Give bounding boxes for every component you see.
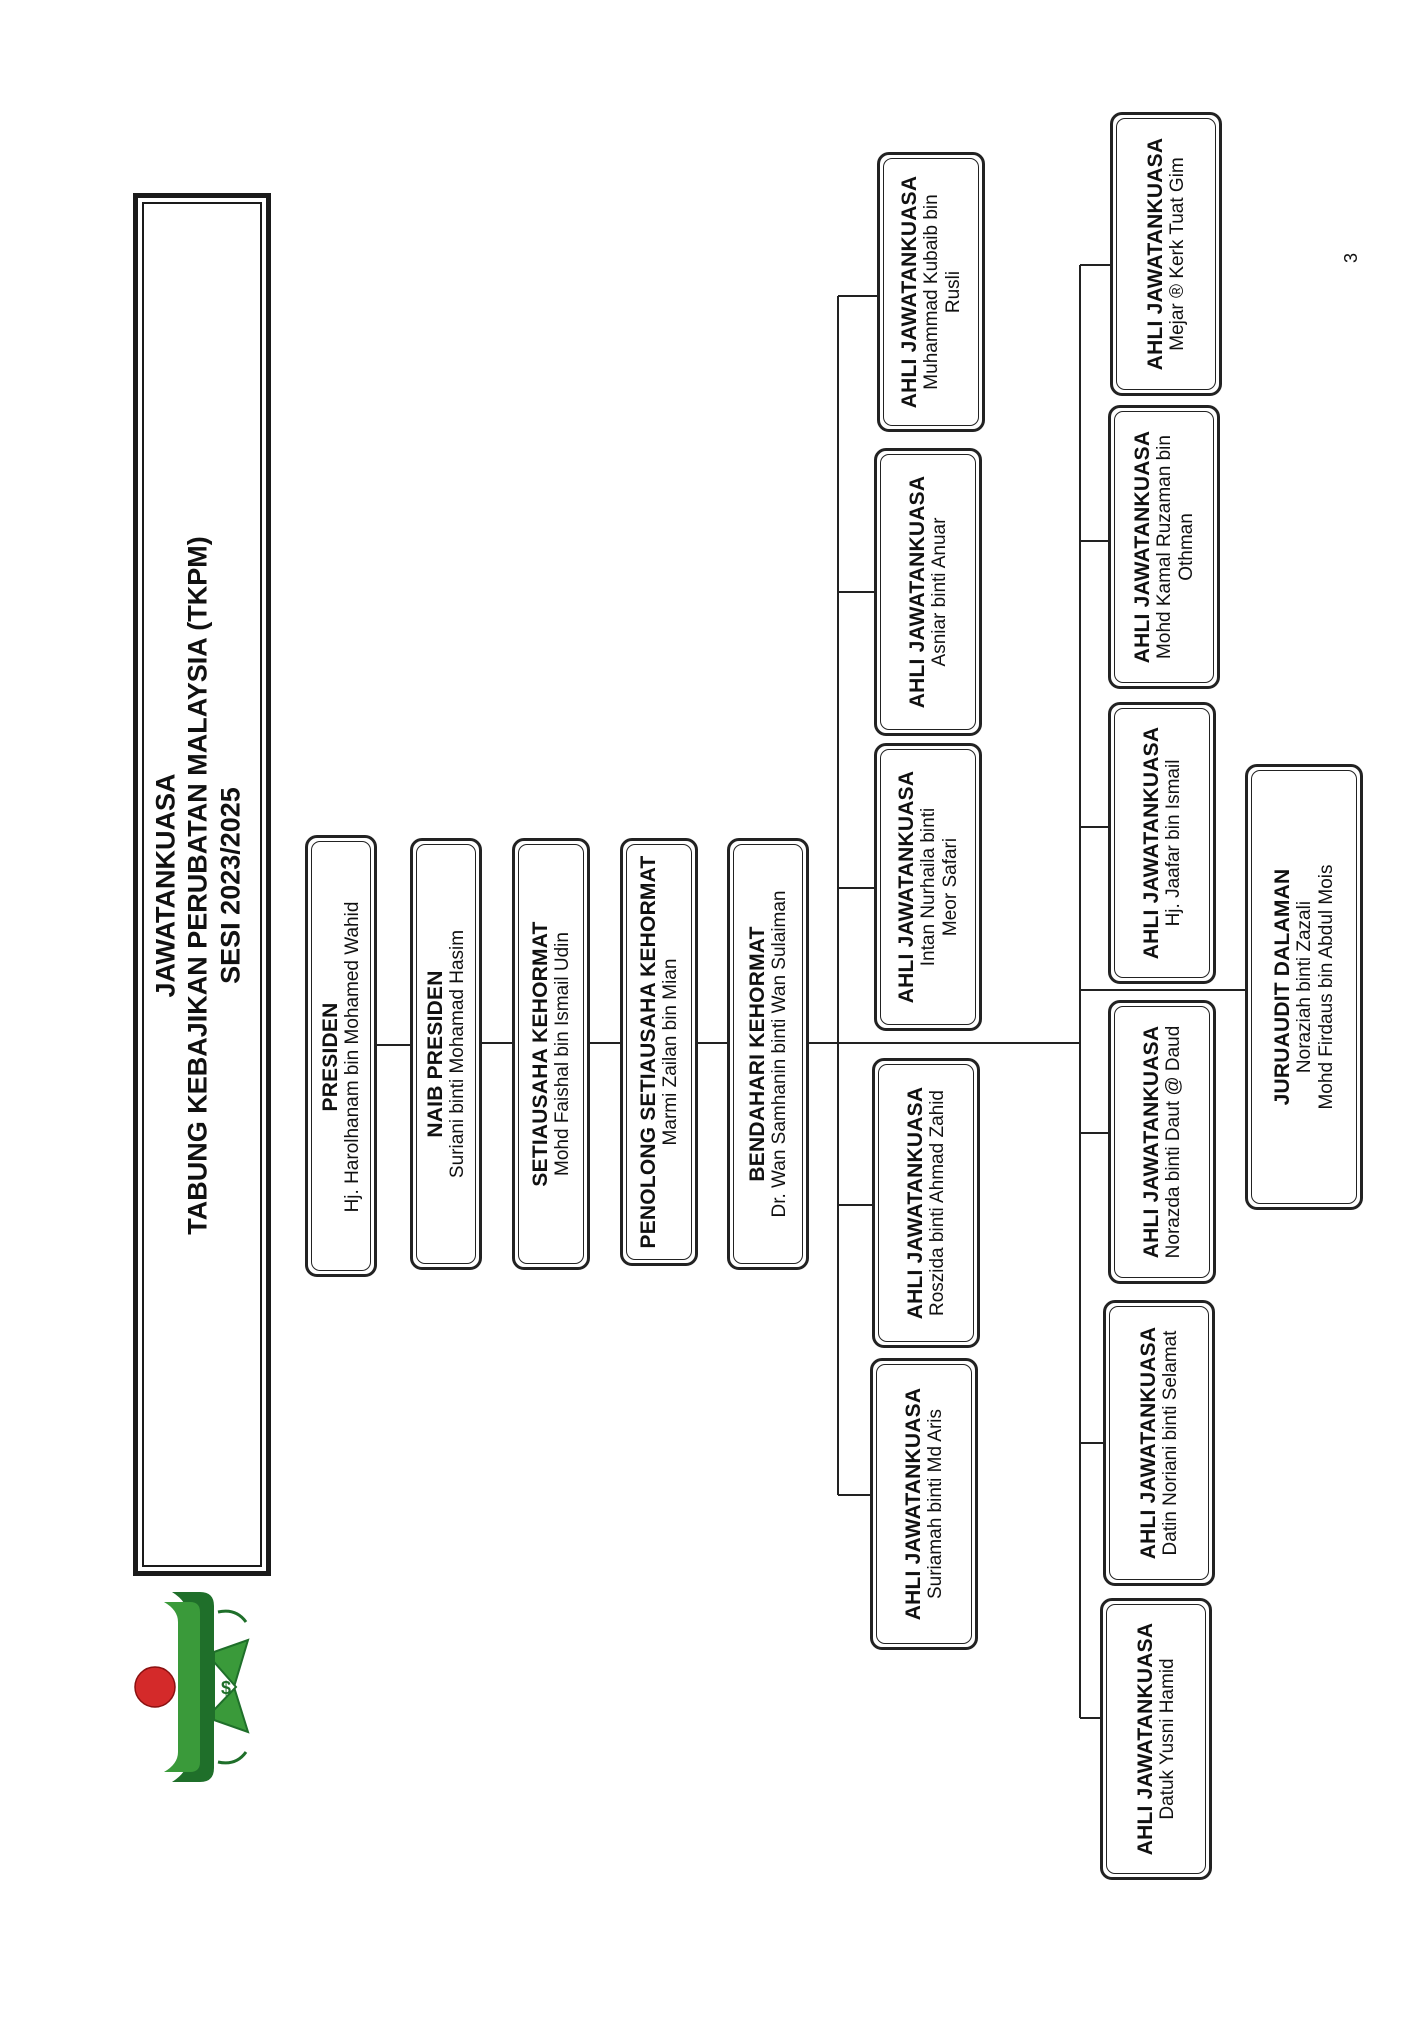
committee-upper-1-box: [870, 1358, 978, 1650]
vice-president-box: [410, 838, 482, 1270]
committee-lower-2-name: Datin Noriani binti Selamat: [1160, 1330, 1182, 1556]
president-name: Hj. Harolhanam bin Mohamed Wahid: [342, 901, 364, 1213]
title-box: [133, 193, 271, 1576]
treasurer-box: [727, 838, 809, 1270]
committee-upper-4-name: Asniar binti Anuar: [929, 517, 951, 667]
committee-lower-5-role: AHLI JAWATANKUASA: [1130, 430, 1154, 664]
title-text: JAWATANKUASA TABUNG KEBAJIKAN PERUBATAN …: [131, 306, 266, 1466]
svg-text:$: $: [221, 1678, 231, 1698]
committee-upper-5-name-line-2: Rusli: [942, 270, 964, 314]
vice-president-text: NAIB PRESIDEN Suriani binti Mohamad Hasi…: [410, 838, 482, 1270]
committee-upper-1-text: AHLI JAWATANKUASA Suriamah binti Md Aris: [870, 1358, 978, 1650]
vice-president-role: NAIB PRESIDEN: [423, 970, 447, 1138]
committee-upper-4-box: [874, 448, 982, 736]
title-line-3: SESI 2023/2025: [215, 787, 246, 984]
president-role: PRESIDEN: [318, 1002, 342, 1112]
committee-lower-1-box: [1100, 1598, 1212, 1880]
committee-upper-2-role: AHLI JAWATANKUASA: [903, 1086, 927, 1320]
president-text: PRESIDEN Hj. Harolhanam bin Mohamed Wahi…: [305, 836, 377, 1278]
committee-upper-2-box: [872, 1058, 980, 1348]
auditor-name-line-2: Mohd Firdaus bin Abdul Mois: [1315, 864, 1337, 1110]
committee-lower-3-box: [1108, 1000, 1216, 1284]
assistant-secretary-name: Marmi Zailan bin Mian: [660, 958, 682, 1146]
committee-upper-5-text: AHLI JAWATANKUASA Muhammad Kubaib bin Ru…: [877, 152, 985, 432]
committee-lower-3-text: AHLI JAWATANKUASA Norazda binti Daut @ D…: [1108, 1000, 1216, 1284]
title-line-2: TABUNG KEBAJIKAN PERUBATAN MALAYSIA (TKP…: [182, 536, 213, 1235]
committee-lower-6-role: AHLI JAWATANKUASA: [1143, 137, 1167, 371]
committee-lower-5-box: [1108, 405, 1220, 689]
committee-lower-2-role: AHLI JAWATANKUASA: [1136, 1326, 1160, 1560]
treasurer-name: Dr. Wan Samhanin binti Wan Sulaiman: [769, 890, 791, 1218]
committee-lower-1-role: AHLI JAWATANKUASA: [1133, 1622, 1157, 1856]
committee-upper-3-box: [874, 743, 982, 1031]
committee-lower-2-text: AHLI JAWATANKUASA Datin Noriani binti Se…: [1103, 1300, 1215, 1586]
committee-lower-4-role: AHLI JAWATANKUASA: [1139, 726, 1163, 960]
secretary-name: Mohd Faishal bin Ismail Udin: [552, 932, 574, 1176]
committee-upper-3-text: AHLI JAWATANKUASA Intan Nurhaila binti M…: [874, 743, 982, 1031]
committee-upper-4-role: AHLI JAWATANKUASA: [905, 475, 929, 709]
tkpm-logo-icon: $: [134, 1592, 250, 1782]
committee-upper-5-box: [877, 152, 985, 432]
committee-lower-4-box: [1108, 702, 1216, 984]
committee-lower-5-name-line-2: Othman: [1175, 513, 1197, 581]
auditor-role: JURUAUDIT DALAMAN: [1270, 868, 1294, 1106]
committee-lower-4-text: AHLI JAWATANKUASA Hj. Jaafar bin Ismail: [1108, 702, 1216, 984]
page-number: 3: [1341, 253, 1361, 264]
committee-lower-2-box: [1103, 1300, 1215, 1586]
committee-lower-6-box: [1110, 112, 1222, 396]
secretary-box: [512, 838, 590, 1270]
committee-upper-3-name-line-1: Intan Nurhaila binti: [918, 807, 940, 967]
committee-lower-5-name-line-1: Mohd Kamal Ruzaman bin: [1154, 435, 1176, 659]
committee-upper-3-role: AHLI JAWATANKUASA: [894, 770, 918, 1004]
committee-lower-6-text: AHLI JAWATANKUASA Mejar ® Kerk Tuat Gim: [1110, 112, 1222, 396]
committee-lower-6-name: Mejar ® Kerk Tuat Gim: [1167, 157, 1189, 351]
president-box: [305, 835, 377, 1277]
committee-upper-5-role: AHLI JAWATANKUASA: [897, 175, 921, 409]
committee-lower-1-text: AHLI JAWATANKUASA Datuk Yusni Hamid: [1100, 1598, 1212, 1880]
assistant-secretary-role: PENOLONG SETIAUSAHA KEHORMAT: [636, 855, 660, 1249]
committee-upper-5-name-line-1: Muhammad Kubaib bin: [921, 194, 943, 390]
committee-upper-2-name: Roszida binti Ahmad Zahid: [927, 1090, 949, 1317]
committee-lower-5-text: AHLI JAWATANKUASA Mohd Kamal Ruzaman bin…: [1108, 405, 1220, 689]
title-line-1: JAWATANKUASA: [150, 773, 181, 998]
auditor-name-line-1: Noraziah binti Zazali: [1294, 900, 1316, 1074]
committee-upper-4-text: AHLI JAWATANKUASA Asniar binti Anuar: [874, 448, 982, 736]
treasurer-role: BENDAHARI KEHORMAT: [745, 926, 769, 1182]
vice-president-name: Suriani binti Mohamad Hasim: [447, 929, 469, 1179]
committee-upper-1-name: Suriamah binti Md Aris: [925, 1408, 947, 1600]
assistant-secretary-text: PENOLONG SETIAUSAHA KEHORMAT Marmi Zaila…: [620, 838, 698, 1266]
assistant-secretary-box: [620, 838, 698, 1266]
committee-upper-3-name-line-2: Meor Safari: [939, 837, 961, 937]
auditor-box: [1245, 764, 1363, 1210]
committee-lower-3-name: Norazda binti Daut @ Daud: [1163, 1025, 1185, 1259]
committee-lower-1-name: Datuk Yusni Hamid: [1157, 1658, 1179, 1820]
treasurer-text: BENDAHARI KEHORMAT Dr. Wan Samhanin bint…: [727, 838, 809, 1270]
secretary-role: SETIAUSAHA KEHORMAT: [528, 921, 552, 1187]
committee-lower-3-role: AHLI JAWATANKUASA: [1139, 1025, 1163, 1259]
committee-lower-4-name: Hj. Jaafar bin Ismail: [1163, 759, 1185, 927]
committee-upper-2-text: AHLI JAWATANKUASA Roszida binti Ahmad Za…: [872, 1058, 980, 1348]
secretary-text: SETIAUSAHA KEHORMAT Mohd Faishal bin Ism…: [512, 838, 590, 1270]
auditor-text: JURUAUDIT DALAMAN Noraziah binti Zazali …: [1245, 764, 1363, 1210]
committee-upper-1-role: AHLI JAWATANKUASA: [901, 1387, 925, 1621]
